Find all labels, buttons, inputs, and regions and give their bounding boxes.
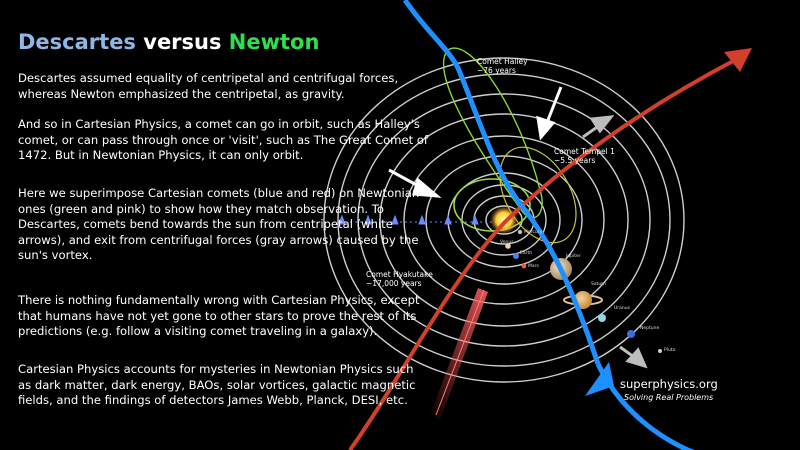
comet-hyakutake-period: ~17,000 years [366,279,422,288]
planet-uranus [598,314,606,322]
site-name: superphysics.org [620,377,718,391]
blue-comet-path [402,0,601,365]
comet-tempel-name: Comet Tempel 1 [554,147,615,156]
planet-label-venus: Venus [500,240,514,245]
planet-label-neptune: Neptune [640,326,660,331]
white-arrow [544,86,563,126]
red-comet-path [348,58,736,450]
planet-pluto [658,349,662,353]
paragraph-3: Here we superimpose Cartesian comets (bl… [18,186,420,262]
planet-label-pluto: Pluto [664,348,676,353]
paragraph-2: And so in Cartesian Physics, a comet can… [18,117,429,162]
planet-label-jupiter: Jupiter [566,254,581,259]
blue-comet-arrowhead [585,362,614,396]
sun [490,206,518,234]
planet-label-mercury: Mercury [524,230,543,235]
orbit-ring [323,57,685,383]
orbit-ring [425,155,583,285]
comet-halley-label: Comet Halley ~76 years [477,57,528,75]
comet-halley-name: Comet Halley [477,57,528,66]
centrifugal-arrows [582,115,648,369]
paragraph-5: Cartesian Physics accounts for mysteries… [18,362,416,407]
planet-label-saturn: Saturn [591,282,606,287]
orbit-ring [379,113,629,327]
comet-hyakutake-name: Comet Hyakutake [366,270,433,279]
title-versus: versus [135,30,229,54]
green-comet-orbit-inner [453,178,531,232]
title-newton: Newton [228,30,320,54]
green-comet-orbit [442,47,543,219]
planet-mars [521,263,527,269]
paragraph-4: There is nothing fundamentally wrong wit… [18,293,420,338]
comet-tempel-label: Comet Tempel 1 ~5.5 years [554,147,615,165]
planet-mercury [517,229,523,235]
comet-halley-period: ~76 years [477,66,516,75]
centripetal-arrows [388,86,563,198]
site-tagline: Solving Real Problems [624,393,714,402]
pink-comet-tail-core [435,289,485,416]
planet-venus [505,243,511,249]
orbit-ring [403,135,605,305]
orbit-rings [323,57,685,383]
orbit-ring [337,73,671,367]
planet-neptune [627,330,635,338]
comet-hyakutake-label: Comet Hyakutake ~17,000 years [366,270,433,288]
planet-label-uranus: Uranus [614,306,630,311]
planet-label-earth: Earth [520,251,533,256]
planet-earth [513,253,519,259]
planet-label-mars: Mars [528,264,539,269]
page-title: Descartes versus Newton [18,30,319,54]
red-comet-arrowhead [724,48,752,72]
paragraph-1: Descartes assumed equality of centripeta… [18,71,399,101]
hyakutake-track [338,214,500,225]
orbit-ring [357,93,651,347]
comet-tempel-period: ~5.5 years [554,156,596,165]
title-descartes: Descartes [18,30,136,54]
